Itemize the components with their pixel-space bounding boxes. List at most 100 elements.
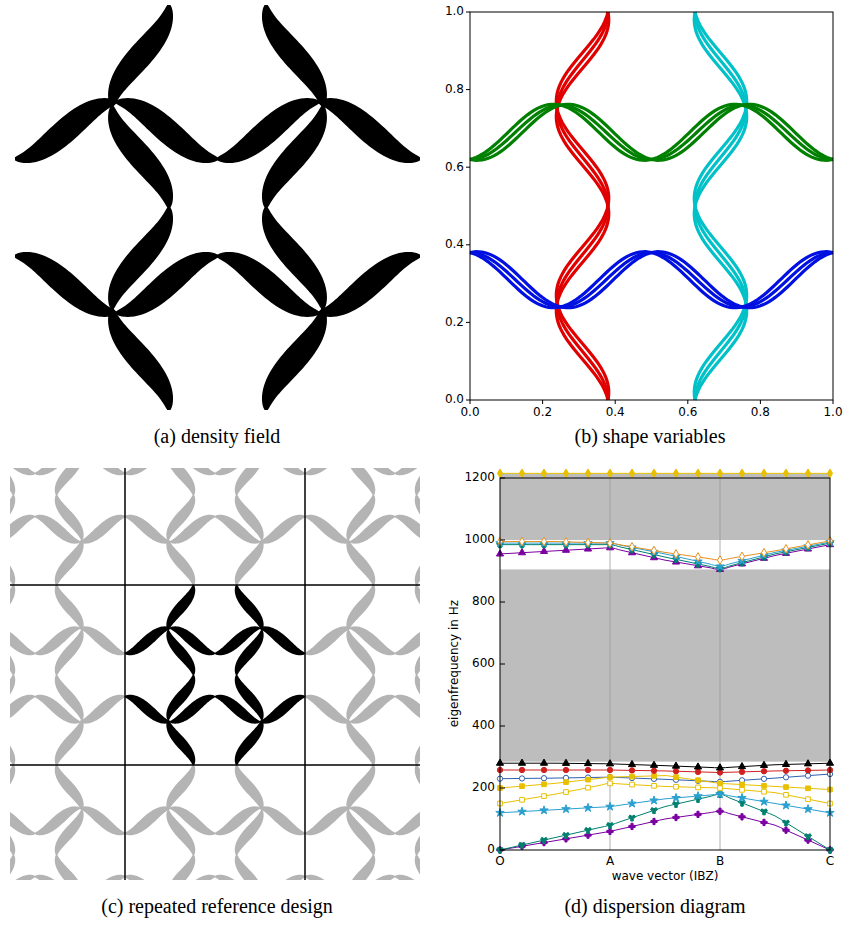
- tick-mark: [500, 788, 505, 789]
- tick-mark: [500, 726, 505, 727]
- beam-joint: [80, 807, 83, 810]
- branch-marker: [652, 783, 657, 788]
- tick-mark: [500, 850, 505, 851]
- beam-joint: [347, 540, 350, 543]
- branch-marker: [629, 815, 636, 821]
- branch-marker: [761, 819, 767, 825]
- beam-joint: [260, 627, 263, 630]
- tick-label: 0.0: [460, 406, 479, 419]
- cell-boundary: [10, 764, 420, 766]
- tick-mark: [687, 400, 688, 404]
- density-beam: [55, 585, 84, 765]
- grey-copy: [125, 468, 305, 585]
- branch-marker: [518, 807, 526, 815]
- beam-joint: [80, 540, 83, 543]
- beam-joint: [347, 627, 350, 630]
- branch-marker: [519, 776, 524, 781]
- branch-marker: [541, 767, 546, 772]
- tick-mark: [466, 322, 470, 323]
- branch-marker: [585, 538, 590, 547]
- branch-marker: [760, 761, 767, 767]
- tick-mark: [466, 12, 470, 13]
- tick-mark: [466, 244, 470, 245]
- panel-caption: (a) density field: [154, 425, 281, 447]
- beam-joint: [167, 807, 170, 810]
- grey-copy: [305, 468, 420, 585]
- branch-marker: [586, 785, 591, 790]
- branch-marker: [607, 828, 613, 834]
- beam-joint: [167, 627, 170, 630]
- beam-joint: [320, 310, 326, 316]
- beam-joint: [320, 99, 326, 105]
- tick-label: 200: [472, 781, 495, 794]
- branch-marker: [607, 469, 612, 478]
- tick-label: 0.4: [445, 238, 464, 251]
- branch-marker: [606, 802, 614, 810]
- tick-label: 800: [472, 595, 495, 608]
- tick-mark: [466, 89, 470, 90]
- reference-cell: [125, 585, 305, 765]
- tick-label: 0: [487, 843, 495, 856]
- branch-marker: [717, 808, 723, 814]
- branch-marker: [519, 469, 524, 478]
- tick-mark: [615, 400, 616, 404]
- cell-boundary: [304, 468, 306, 880]
- tick-mark: [470, 400, 471, 404]
- dispersion-branch: [497, 767, 832, 775]
- branch-marker: [673, 550, 678, 559]
- branch-marker: [783, 775, 788, 780]
- branch-marker: [740, 782, 745, 787]
- branch-marker: [783, 827, 789, 833]
- density-beam: [262, 5, 327, 410]
- beam-joint: [80, 720, 83, 723]
- grey-copy: [125, 765, 305, 880]
- tick-label: 0.4: [606, 406, 625, 419]
- density-beam: [415, 585, 420, 765]
- dispersion-branch: [498, 774, 833, 792]
- branch-marker: [694, 763, 701, 769]
- branch-marker: [806, 786, 811, 791]
- branch-marker: [606, 760, 613, 766]
- branch-marker: [540, 806, 548, 814]
- branch-marker: [738, 762, 745, 768]
- density-beam: [305, 806, 420, 835]
- branch-marker: [761, 469, 766, 478]
- density-beam: [10, 626, 125, 655]
- branch-marker: [695, 778, 700, 783]
- branch-marker: [672, 762, 679, 768]
- branch-marker: [806, 797, 811, 802]
- beam-joint: [260, 807, 263, 810]
- branch-marker: [694, 792, 702, 800]
- tick-label: 1.0: [445, 5, 464, 18]
- branch-line: [500, 770, 830, 772]
- branch-marker: [607, 539, 612, 548]
- branch-marker: [739, 814, 745, 820]
- branch-marker: [673, 814, 679, 820]
- branch-marker: [695, 811, 701, 817]
- density-beam: [125, 806, 305, 835]
- dispersion-branch: [496, 541, 833, 572]
- tick-label: A: [606, 855, 614, 868]
- branch-marker: [541, 469, 546, 478]
- tick-label: 0.6: [445, 161, 464, 174]
- branch-marker: [629, 469, 634, 478]
- branch-marker: [630, 782, 635, 787]
- plot-frame: [500, 478, 830, 850]
- branch-marker: [563, 832, 570, 838]
- branch-marker: [784, 785, 789, 790]
- branch-marker: [782, 760, 789, 766]
- branch-marker: [608, 781, 613, 786]
- branch-marker: [520, 784, 525, 789]
- branch-line: [500, 543, 830, 568]
- shape-curve: [694, 12, 746, 400]
- density-beam: [10, 515, 125, 544]
- density-beam: [166, 585, 195, 765]
- branch-marker: [628, 760, 635, 766]
- tick-label: 1000: [464, 533, 495, 546]
- shape-curve: [695, 12, 747, 400]
- beam-joint: [80, 627, 83, 630]
- tick-label: 0.2: [533, 406, 552, 419]
- branch-marker: [519, 767, 524, 772]
